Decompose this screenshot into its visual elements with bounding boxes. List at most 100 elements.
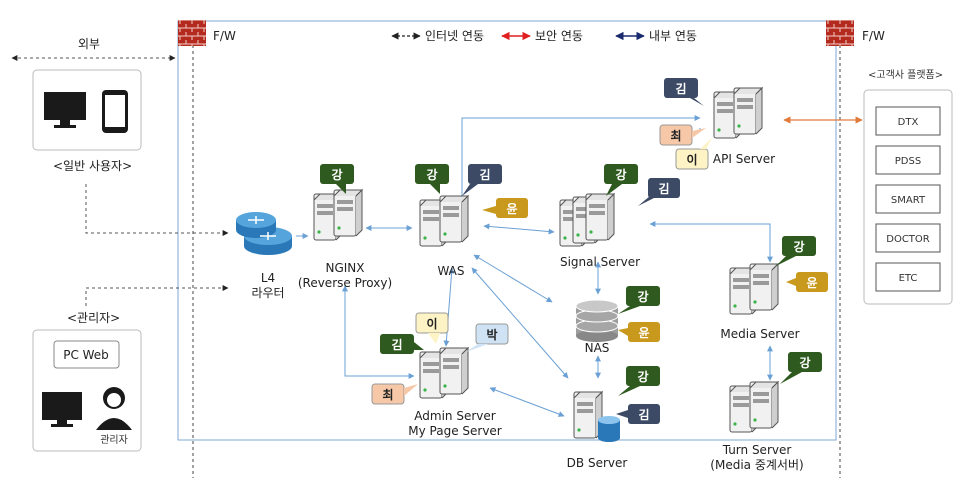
svg-text:김: 김 (675, 81, 686, 96)
svg-text:이: 이 (686, 152, 697, 167)
signal-server-icon (560, 194, 614, 246)
external-label: 외부 (78, 37, 100, 51)
platform-item-dtx-label: DTX (898, 117, 919, 128)
admin-title: <관리자> (67, 311, 120, 325)
svg-text:강: 강 (799, 356, 810, 370)
admin-server-label-line1: Admin Server (414, 409, 495, 423)
nas-icon (575, 299, 619, 342)
turn-server-icon (730, 382, 778, 432)
was-to-db (471, 267, 569, 379)
api-server-icon (714, 88, 762, 138)
was-to-signal (483, 223, 555, 235)
left-firewall-icon (178, 20, 206, 46)
tag-turn-kang: 강 (780, 352, 822, 384)
platform-item-smart-label: SMART (891, 195, 926, 206)
was-to-admin (443, 267, 455, 347)
tag-was-kim: 김 (462, 164, 502, 196)
legend: 인터넷 연동 보안 연동 내부 연동 (391, 29, 697, 43)
tag-db-kim: 김 (616, 404, 660, 424)
tag-api-choi: 최 (659, 124, 706, 146)
svg-text:박: 박 (486, 327, 497, 342)
nginx-to-admin (342, 285, 415, 379)
platform-item-dtx[interactable] (875, 106, 941, 136)
svg-text:최: 최 (670, 128, 681, 143)
svg-text:김: 김 (638, 407, 649, 422)
svg-text:강: 강 (426, 168, 437, 182)
tag-db-kang: 강 (618, 366, 660, 396)
tag-admin-park: 박 (466, 323, 509, 352)
left-firewall-label: F/W (213, 29, 236, 43)
svg-text:최: 최 (382, 387, 393, 402)
svg-text:강: 강 (331, 168, 342, 182)
was-server-icon (420, 196, 468, 246)
svg-text:강: 강 (615, 168, 626, 182)
nginx-label-line2: (Reverse Proxy) (298, 276, 392, 290)
signal-to-media (649, 221, 773, 263)
legend-security-label: 보안 연동 (535, 29, 583, 43)
api-label: API Server (713, 152, 775, 166)
nas-label: NAS (585, 341, 610, 355)
tag-was-kang: 강 (415, 164, 449, 194)
tag-api-kim: 김 (664, 78, 704, 106)
was-to-nas (473, 254, 553, 303)
tag-signal-kim: 김 (638, 178, 680, 206)
svg-text:강: 강 (637, 290, 648, 304)
name-tags: 김 최 이 강 강 김 윤 강 김 강 윤 이 박 김 최 강 김 강 윤 강 (320, 78, 828, 424)
media-label: Media Server (720, 327, 799, 341)
internal-connections (296, 115, 773, 417)
pc-web-box[interactable] (53, 340, 120, 369)
monitor-icon (44, 92, 86, 128)
tag-nas-yoon: 윤 (618, 322, 660, 342)
admin-to-db (489, 387, 565, 417)
tag-nginx-kang: 강 (320, 164, 354, 194)
tag-media-kang: 강 (776, 236, 816, 266)
was-label: WAS (437, 264, 464, 278)
svg-text:김: 김 (658, 181, 669, 196)
was-to-api (461, 115, 701, 196)
phone-icon (102, 90, 128, 133)
platform-item-pdss-label: PDSS (895, 156, 921, 167)
internal-zone-boundary (177, 20, 837, 441)
l4-router-icon (236, 212, 292, 255)
user-to-l4-line (85, 184, 229, 236)
admin-person-label: 관리자 (100, 434, 128, 446)
tag-was-yoon: 윤 (482, 198, 528, 218)
right-firewall-label: F/W (862, 29, 885, 43)
platform-item-doctor[interactable] (875, 223, 941, 253)
svg-text:김: 김 (479, 167, 490, 182)
admin-monitor-icon (42, 392, 82, 427)
turn-label-line2: (Media 중계서버) (710, 458, 803, 472)
signal-label: Signal Server (560, 255, 640, 269)
svg-text:윤: 윤 (806, 275, 817, 290)
svg-text:윤: 윤 (638, 325, 649, 340)
tag-admin-choi: 최 (371, 383, 418, 405)
nginx-server-icon (314, 190, 362, 240)
nginx-label-line1: NGINX (325, 261, 364, 275)
tag-admin-lee: 이 (415, 312, 449, 344)
tag-admin-kim: 김 (380, 334, 424, 354)
platform-item-doctor-label: DOCTOR (886, 234, 930, 245)
platform-item-pdss[interactable] (875, 145, 941, 175)
l4-label-line2: 라우터 (251, 286, 284, 300)
pc-web-label: PC Web (63, 348, 109, 362)
l4-label-line1: L4 (261, 271, 275, 285)
admin-person-icon (96, 387, 132, 430)
general-user-label: <일반 사용자> (53, 159, 132, 173)
svg-text:김: 김 (391, 337, 402, 352)
tag-nas-kang: 강 (618, 286, 660, 314)
admin-server-label-line2: My Page Server (408, 424, 502, 438)
legend-internet-label: 인터넷 연동 (425, 29, 484, 43)
platform-title: <고객사 플랫폼> (868, 69, 943, 81)
svg-text:강: 강 (637, 370, 648, 384)
admin-to-l4-line (85, 285, 229, 306)
db-label: DB Server (567, 456, 628, 470)
db-server-icon (573, 391, 620, 442)
right-firewall-icon (826, 20, 854, 46)
tag-api-lee: 이 (675, 138, 712, 170)
platform-item-smart[interactable] (875, 184, 941, 214)
platform-item-etc[interactable] (875, 262, 941, 292)
svg-text:윤: 윤 (506, 201, 517, 216)
svg-text:이: 이 (426, 316, 437, 331)
tag-media-yoon: 윤 (786, 272, 828, 292)
